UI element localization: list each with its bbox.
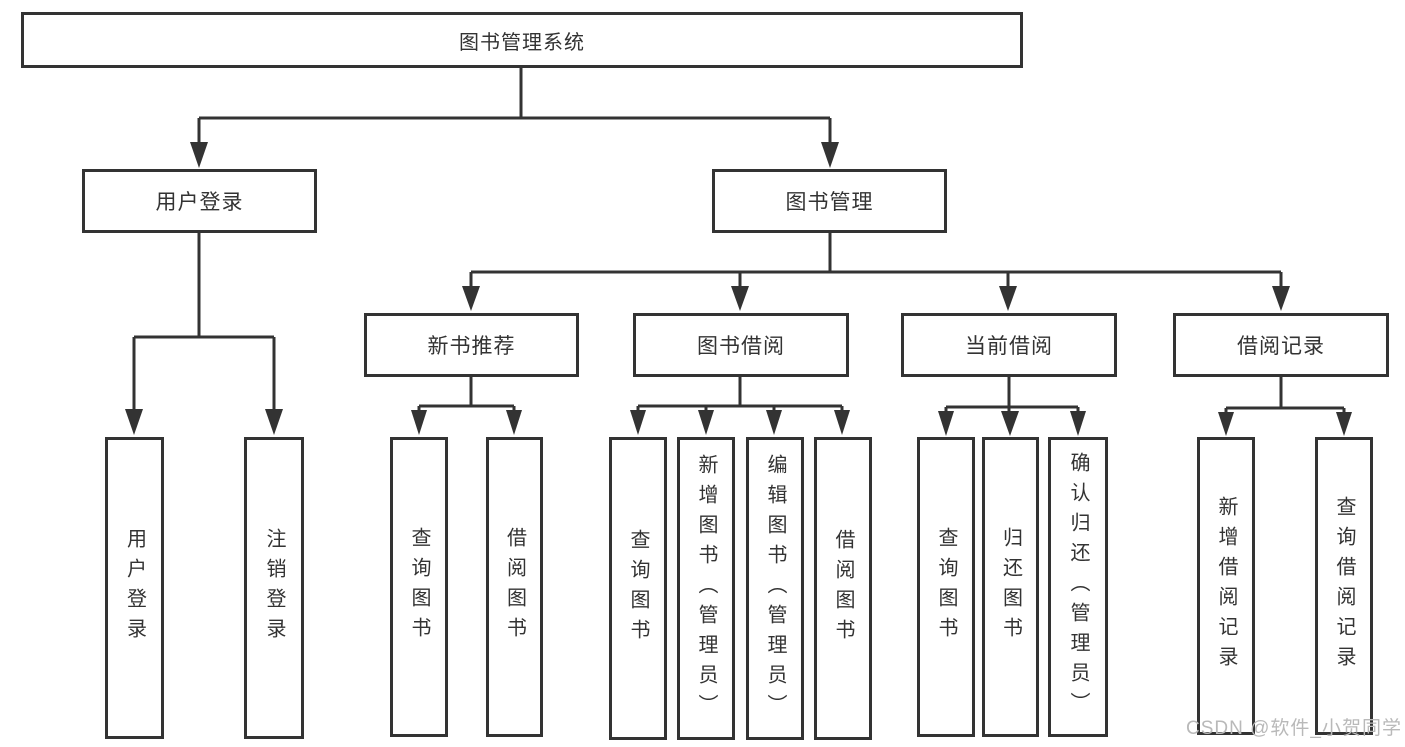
leaf-logout-login: 注销登录 bbox=[244, 437, 304, 739]
node-label: 用户登录 bbox=[123, 528, 146, 648]
leaf-borrow-books-2: 借阅图书 bbox=[814, 437, 872, 740]
edge-current-borrow-to-leaves bbox=[938, 377, 1086, 436]
leaf-query-borrow-record: 查询借阅记录 bbox=[1315, 437, 1373, 735]
node-label: 编辑图书（管理员） bbox=[764, 453, 786, 724]
node-borrow-records: 借阅记录 bbox=[1173, 313, 1389, 377]
edge-borrow-records-to-leaves bbox=[1218, 377, 1352, 436]
node-label: 注销登录 bbox=[263, 528, 285, 648]
node-label: 用户登录 bbox=[155, 191, 244, 214]
node-label: 借阅图书 bbox=[503, 527, 526, 647]
node-label: 借阅记录 bbox=[1237, 335, 1325, 358]
leaf-query-books-borrow: 查询图书 bbox=[609, 437, 667, 740]
node-user-login: 用户登录 bbox=[82, 169, 317, 233]
node-current-borrow: 当前借阅 bbox=[901, 313, 1117, 377]
leaf-query-books-recommend: 查询图书 bbox=[390, 437, 448, 737]
leaf-borrow-books-recommend: 借阅图书 bbox=[486, 437, 543, 737]
edge-user-login-to-leaves bbox=[125, 233, 283, 435]
edge-root-to-level2 bbox=[190, 68, 839, 168]
node-new-book-recommend: 新书推荐 bbox=[364, 313, 579, 377]
node-root-system: 图书管理系统 bbox=[21, 12, 1023, 68]
node-label: 查询借阅记录 bbox=[1333, 496, 1355, 676]
node-label: 图书借阅 bbox=[697, 335, 785, 358]
node-book-management: 图书管理 bbox=[712, 169, 947, 233]
node-label: 确认归还（管理员） bbox=[1067, 452, 1089, 722]
leaf-edit-book-admin: 编辑图书（管理员） bbox=[746, 437, 804, 740]
leaf-add-book-admin: 新增图书（管理员） bbox=[677, 437, 735, 740]
leaf-query-books-current: 查询图书 bbox=[917, 437, 975, 737]
edge-book-management-to-level3 bbox=[462, 233, 1290, 311]
leaf-user-login: 用户登录 bbox=[105, 437, 164, 739]
leaf-return-book: 归还图书 bbox=[982, 437, 1039, 737]
csdn-watermark: CSDN @软件_小贺同学 bbox=[1186, 718, 1402, 739]
node-label: 图书管理 bbox=[785, 191, 874, 214]
node-label: 新增图书（管理员） bbox=[695, 453, 717, 724]
leaf-add-borrow-record: 新增借阅记录 bbox=[1197, 437, 1255, 735]
node-label: 查询图书 bbox=[935, 527, 957, 647]
node-label: 图书管理系统 bbox=[459, 31, 585, 54]
edge-new-book-recommend-to-leaves bbox=[411, 377, 522, 435]
leaf-confirm-return-admin: 确认归还（管理员） bbox=[1048, 437, 1108, 737]
node-label: 借阅图书 bbox=[832, 528, 854, 649]
node-book-borrow: 图书借阅 bbox=[633, 313, 849, 377]
node-label: 查询图书 bbox=[408, 527, 430, 647]
node-label: 当前借阅 bbox=[965, 335, 1053, 358]
node-label: 新增借阅记录 bbox=[1215, 496, 1237, 676]
edge-book-borrow-to-leaves bbox=[630, 377, 850, 435]
node-label: 归还图书 bbox=[999, 527, 1022, 647]
node-label: 新书推荐 bbox=[427, 335, 516, 358]
node-label: 查询图书 bbox=[627, 528, 649, 649]
